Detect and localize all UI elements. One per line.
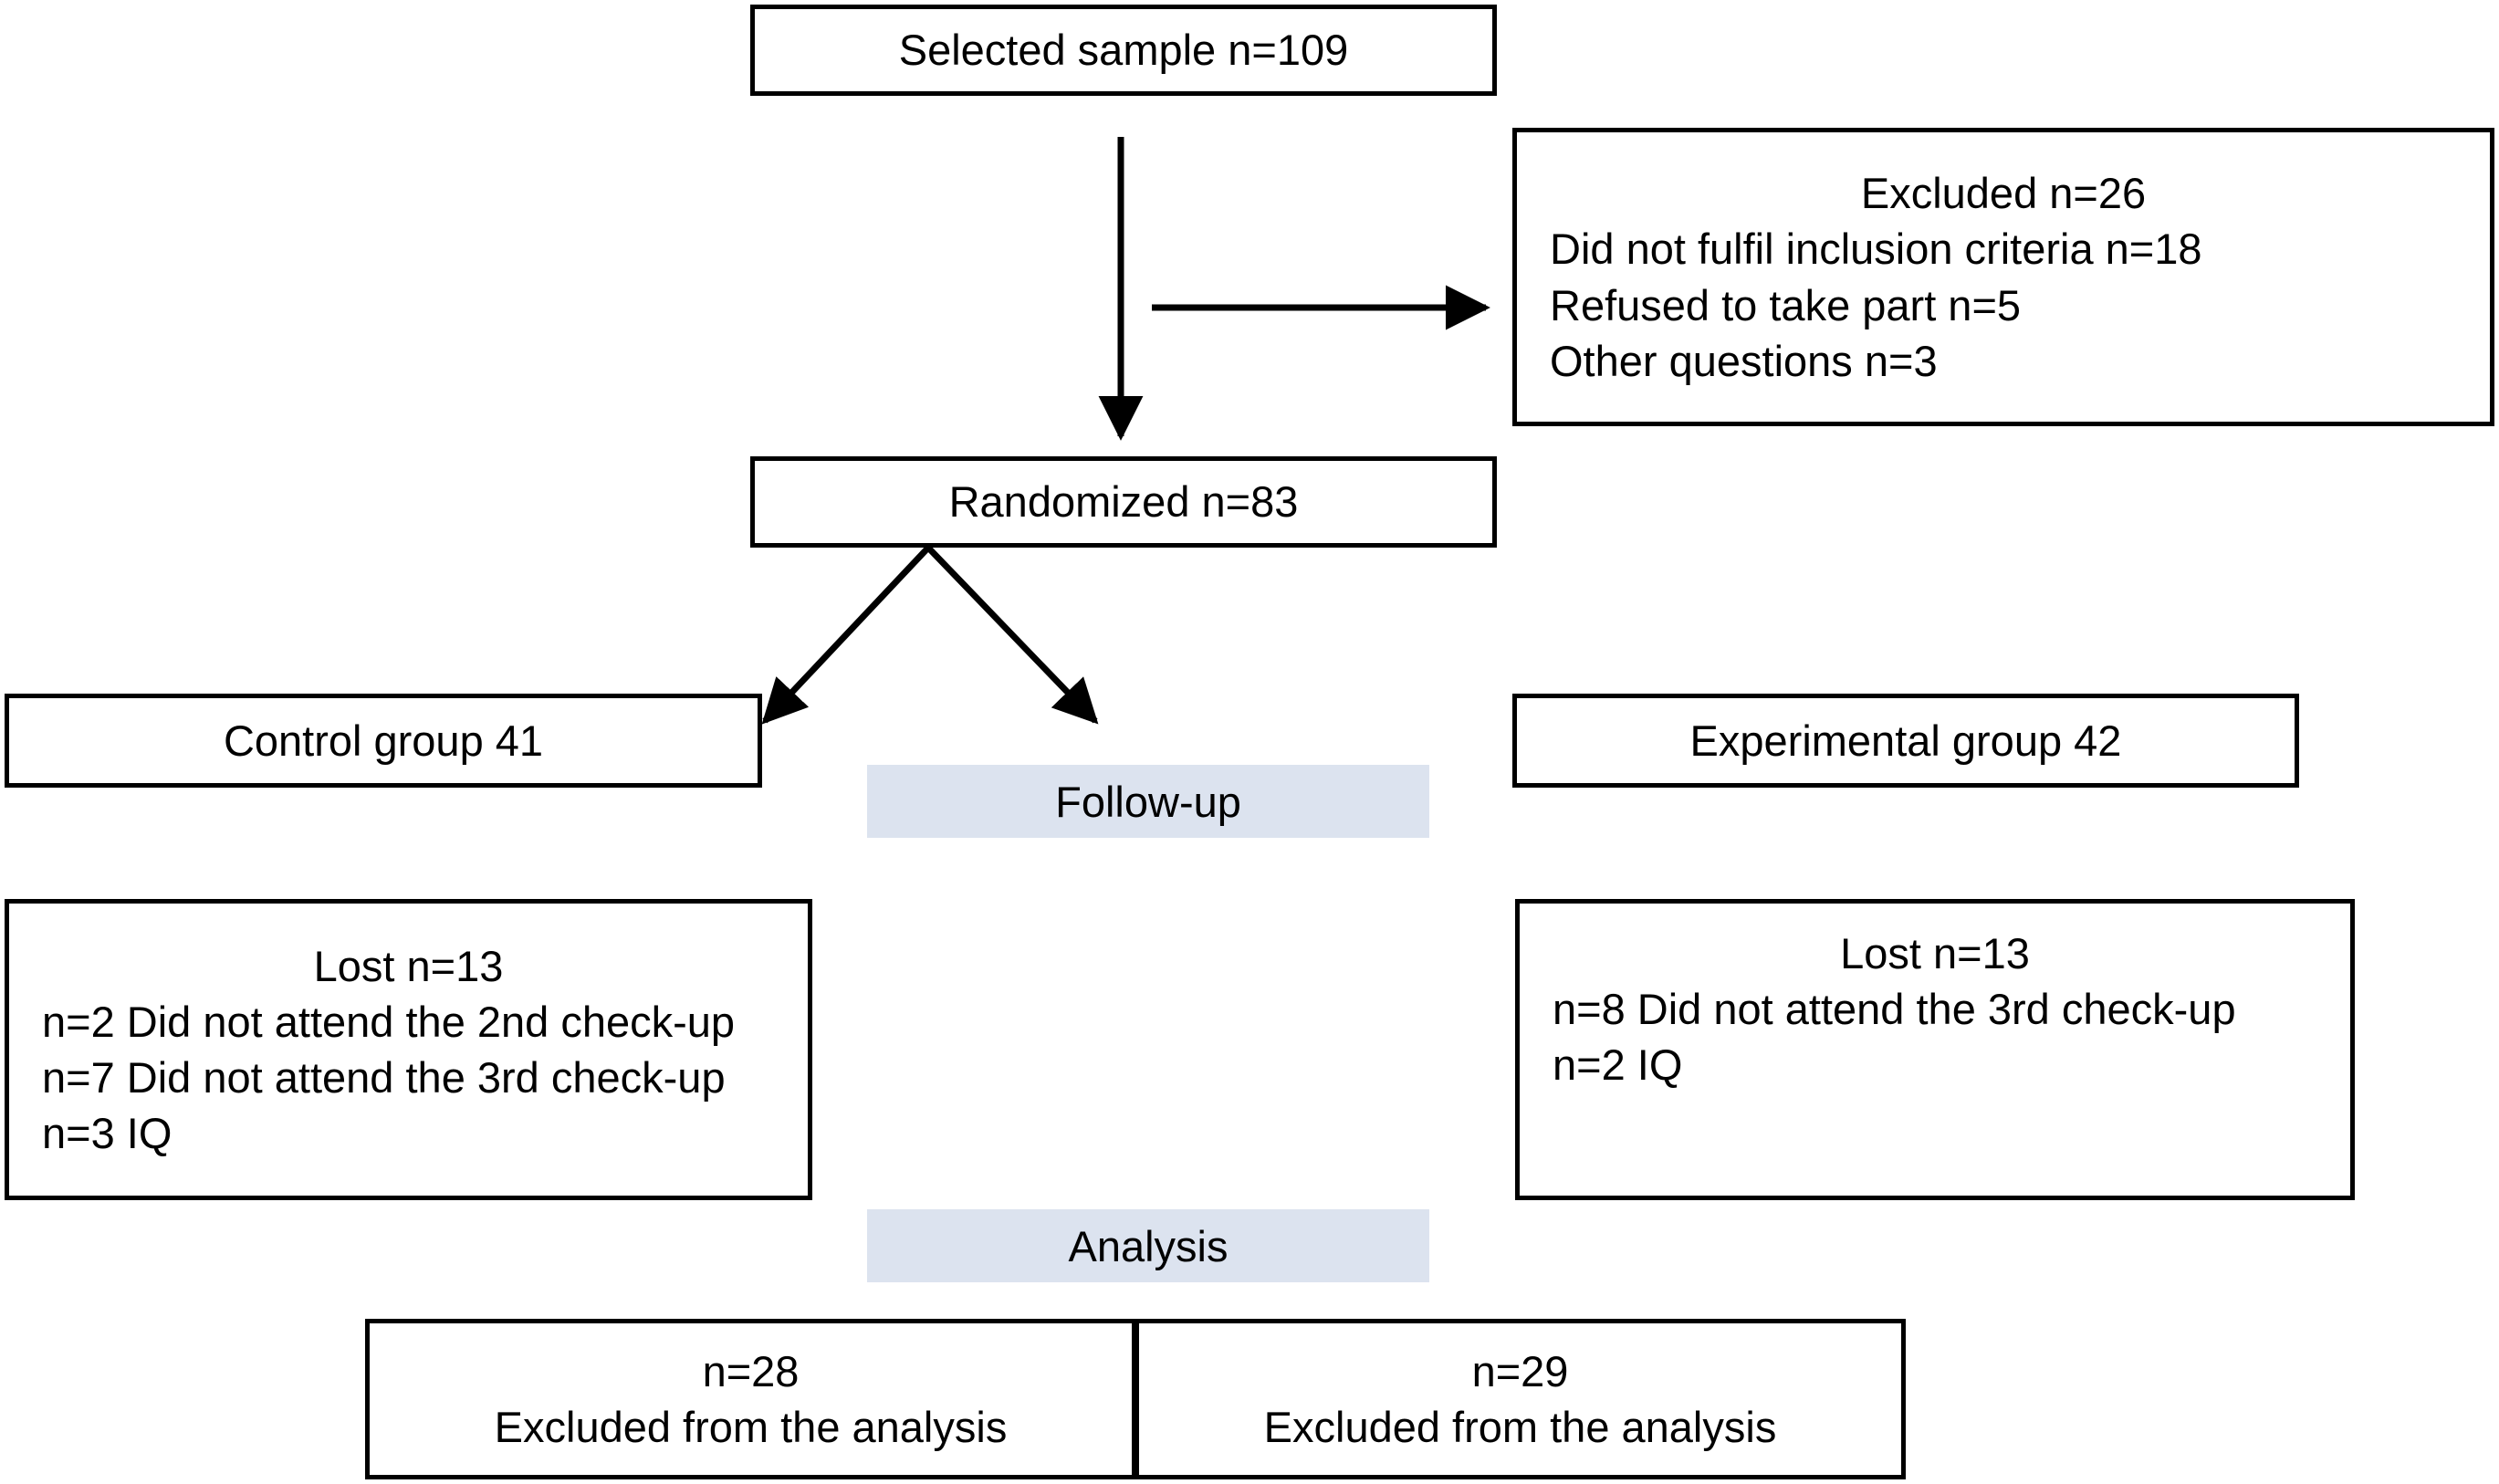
node-excluded-analysis-control: n=28 Excluded from the analysis bbox=[365, 1319, 1136, 1479]
excluded-analysis-experimental-line-2: Excluded from the analysis bbox=[1263, 1403, 1777, 1451]
node-excluded: Excluded n=26 Did not fulfil inclusion c… bbox=[1512, 128, 2494, 426]
randomized-line-1: Randomized n=83 bbox=[948, 477, 1299, 527]
node-experimental-group: Experimental group 42 bbox=[1512, 694, 2299, 788]
node-lost-control: Lost n=13 n=2 Did not attend the 2nd che… bbox=[5, 899, 812, 1200]
excluded-analysis-experimental-line-1: n=29 bbox=[1471, 1346, 1569, 1395]
lost-control-line-3: n=7 Did not attend the 3rd check-up bbox=[42, 1053, 726, 1102]
lost-control-line-4: n=3 IQ bbox=[42, 1109, 173, 1158]
node-randomized: Randomized n=83 bbox=[750, 456, 1497, 548]
excluded-line-4: Other questions n=3 bbox=[1550, 336, 1938, 385]
excluded-analysis-control-line-2: Excluded from the analysis bbox=[494, 1403, 1008, 1451]
excluded-line-3: Refused to take part n=5 bbox=[1550, 280, 2022, 329]
experimental-group-line-1: Experimental group 42 bbox=[1689, 716, 2122, 765]
node-excluded-analysis-experimental: n=29 Excluded from the analysis bbox=[1134, 1319, 1906, 1479]
node-control-group: Control group 41 bbox=[5, 694, 762, 788]
lost-control-line-1: Lost n=13 bbox=[313, 941, 504, 990]
node-lost-experimental: Lost n=13 n=8 Did not attend the 3rd che… bbox=[1515, 899, 2355, 1200]
node-selected-sample: Selected sample n=109 bbox=[750, 5, 1497, 96]
excluded-analysis-control-line-1: n=28 bbox=[702, 1346, 800, 1395]
excluded-line-2: Did not fulfil inclusion criteria n=18 bbox=[1550, 225, 2202, 274]
banner-follow-up-label: Follow-up bbox=[1055, 777, 1241, 826]
selected-sample-line-1: Selected sample n=109 bbox=[898, 26, 1349, 75]
lost-experimental-line-3: n=2 IQ bbox=[1553, 1040, 1683, 1090]
banner-analysis-label: Analysis bbox=[1068, 1221, 1229, 1270]
control-group-line-1: Control group 41 bbox=[223, 716, 544, 765]
banner-analysis: Analysis bbox=[867, 1209, 1429, 1282]
banner-follow-up: Follow-up bbox=[867, 765, 1429, 838]
arrow-randomized-to-experimental bbox=[925, 545, 1099, 725]
lost-control-line-2: n=2 Did not attend the 2nd check-up bbox=[42, 997, 736, 1046]
lost-experimental-line-2: n=8 Did not attend the 3rd check-up bbox=[1553, 985, 2236, 1034]
arrow-randomized-to-control bbox=[761, 545, 931, 725]
excluded-line-1: Excluded n=26 bbox=[1860, 169, 2147, 218]
lost-experimental-line-1: Lost n=13 bbox=[1840, 929, 2030, 977]
